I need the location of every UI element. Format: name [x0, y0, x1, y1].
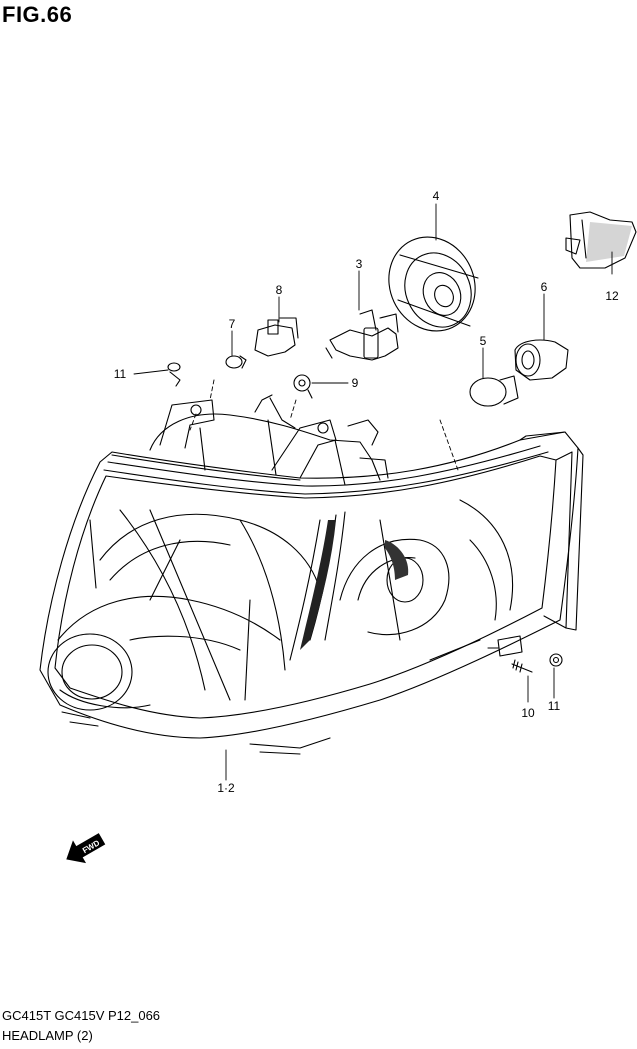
callout-10: 10	[521, 706, 535, 720]
screw-part-10	[511, 659, 533, 673]
h4-bulb-part	[325, 309, 399, 361]
clip-part-bottom	[549, 653, 563, 667]
callout-11-bottom: 11	[548, 699, 561, 713]
callout-5: 5	[480, 334, 487, 348]
callout-1-2: 1·2	[217, 781, 235, 795]
callout-9: 9	[352, 376, 359, 390]
turn-signal-socket-part	[514, 339, 569, 381]
leader-lines	[133, 203, 613, 781]
callout-8: 8	[276, 283, 283, 297]
socket-cover-part	[388, 236, 479, 332]
clip-part-top	[167, 362, 181, 387]
side-marker-lamp-part	[565, 211, 637, 269]
fwd-arrow-icon: FWD	[66, 833, 106, 864]
headlamp-exploded-diagram: 4 12 3 8 6 7 5 11 9 10 11 1·2 FWD	[39, 189, 637, 864]
headlamp-housing	[39, 394, 584, 755]
turn-signal-bulb-part	[469, 375, 519, 407]
figure-model-code: GC415T GC415V P12_066	[2, 1008, 161, 1023]
position-lamp-socket-part	[254, 317, 299, 357]
small-bulb-part	[225, 355, 247, 369]
screw-part-9	[293, 374, 313, 399]
figure-name: HEADLAMP (2)	[2, 1028, 93, 1043]
callout-labels: 4 12 3 8 6 7 5 11 9 10 11 1·2	[114, 189, 619, 795]
callout-7: 7	[229, 317, 236, 331]
callout-4: 4	[433, 189, 440, 203]
callout-11-top: 11	[114, 367, 127, 381]
callout-6: 6	[541, 280, 548, 294]
callout-3: 3	[356, 257, 363, 271]
figure-title: FIG.66	[2, 2, 73, 27]
callout-12: 12	[605, 289, 619, 303]
